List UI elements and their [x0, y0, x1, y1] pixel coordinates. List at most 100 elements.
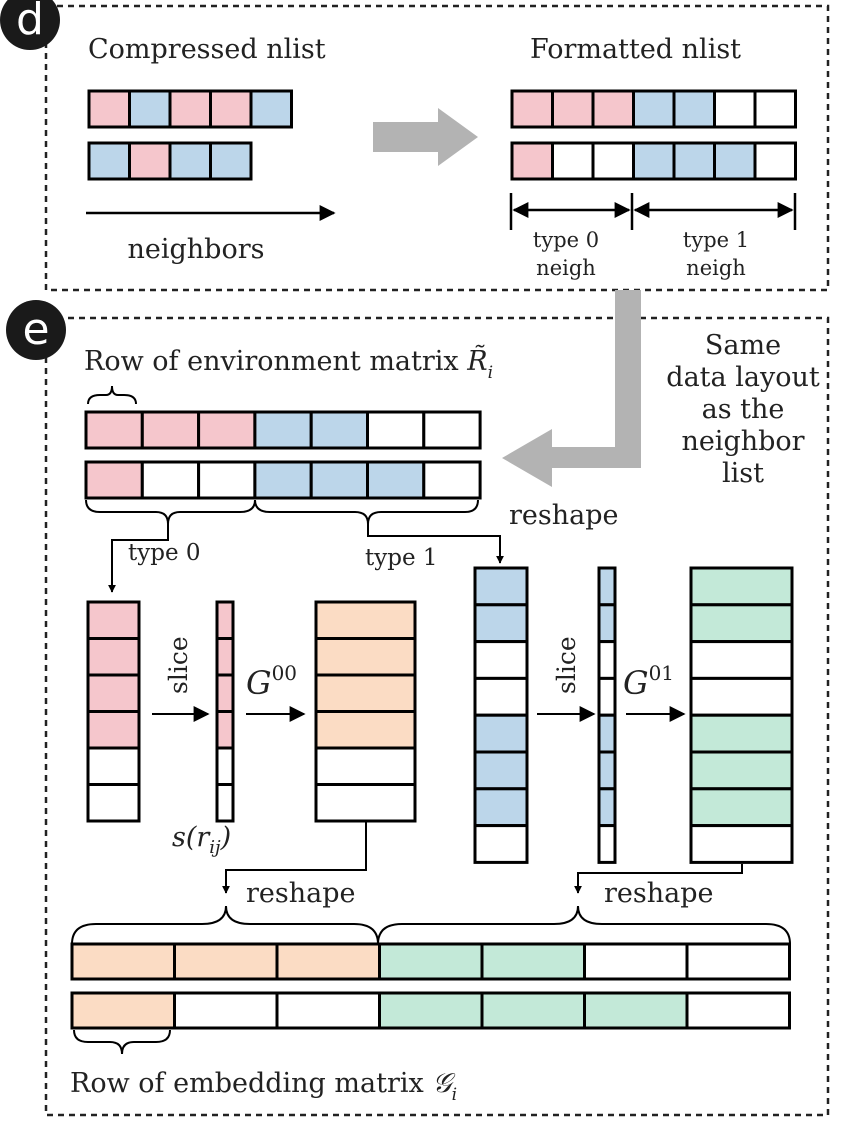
reshape-top-label: reshape — [509, 500, 619, 531]
type-ranges — [509, 193, 797, 230]
slice-label-left: slice — [164, 636, 193, 694]
emb-cell — [173, 991, 279, 1030]
type1-slice-cell — [597, 824, 617, 864]
compressed-cell — [87, 89, 131, 129]
emb-cell — [480, 942, 586, 981]
emb-cell — [583, 991, 689, 1030]
compressed-cell — [87, 141, 131, 181]
emb-cell — [685, 991, 791, 1030]
type1-neigh-label-2: neigh — [686, 256, 746, 280]
formatted-cell — [753, 89, 797, 129]
g01-to-reshape-connector — [574, 864, 743, 894]
type0-neigh-label-1: type 0 — [533, 228, 599, 252]
formatted-cell — [632, 141, 676, 181]
type0-slice-cell — [215, 637, 235, 677]
slice-label-right: slice — [552, 636, 581, 694]
type1-slice-cell — [597, 640, 617, 680]
type1-slice-column — [597, 566, 617, 864]
type1-brace — [254, 499, 479, 525]
g01-cell — [689, 787, 794, 828]
compressed-cell — [209, 89, 253, 129]
env-matrix-grid — [84, 410, 482, 500]
compressed-cell — [209, 141, 253, 181]
panel-d-badge-label: d — [16, 0, 44, 45]
type0-slice-cell — [215, 673, 235, 713]
env-cell — [366, 410, 426, 450]
compressed-cell — [168, 141, 212, 181]
type0-slice-cell — [215, 600, 235, 640]
env-cell — [84, 460, 144, 500]
type1-slice-cell — [597, 603, 617, 644]
formatted-cell — [551, 89, 595, 129]
type0-cell — [86, 673, 141, 713]
env-row-title: Row of environment matrix R̃i — [84, 344, 493, 383]
formatted-cell — [632, 89, 676, 129]
gray-right-arrow — [373, 108, 478, 166]
panel-e-frame — [44, 316, 830, 1117]
type1-label: type 1 — [365, 545, 438, 571]
formatted-cell — [713, 141, 757, 181]
emb-cell — [70, 991, 176, 1030]
emb-cell — [685, 942, 791, 981]
env-cell — [309, 410, 370, 450]
emb-cell — [378, 991, 484, 1030]
panel-d-frame — [44, 4, 830, 292]
compressed-cell — [128, 89, 172, 129]
type0-cell — [86, 710, 141, 750]
emb-cell — [275, 991, 381, 1030]
g01-cell — [689, 603, 794, 644]
type1-slice-cell — [597, 566, 617, 607]
type0-cell — [86, 746, 141, 786]
formatted-cell — [713, 89, 757, 129]
env-cell — [197, 410, 257, 450]
compressed-cell — [128, 141, 172, 181]
same-layout-note-line: neighbor — [681, 426, 804, 457]
type0-label: type 0 — [128, 540, 201, 566]
env-cell — [253, 410, 313, 450]
neighbors-label: neighbors — [128, 234, 265, 265]
formatted-cell — [591, 141, 635, 181]
formatted-cell — [672, 141, 716, 181]
env-cell — [140, 460, 201, 500]
type1-cell — [473, 640, 529, 680]
env-cell — [253, 460, 313, 500]
g01-cell — [689, 566, 794, 607]
same-layout-note-line: data layout — [666, 362, 820, 393]
reshape-bottom-right-label: reshape — [604, 878, 714, 909]
s-rij-label: s(rij) — [172, 822, 231, 858]
type0-cell — [86, 637, 141, 677]
type0-connector — [108, 524, 169, 593]
emb-row-title: Row of embedding matrix 𝒢i — [70, 1068, 457, 1105]
g00-cell — [314, 600, 417, 640]
g00-output-column — [314, 600, 417, 823]
gray-bend-arrow — [502, 290, 641, 487]
formatted-cell — [510, 89, 554, 129]
type1-cell — [473, 750, 529, 791]
formatted-nlist-title: Formatted nlist — [530, 34, 741, 65]
same-layout-note-line: list — [722, 458, 764, 489]
g01-cell — [689, 713, 794, 754]
type0-slice-cell — [215, 783, 235, 823]
panel-e-badge-label: e — [22, 304, 49, 355]
compressed-nlist-title: Compressed nlist — [88, 34, 326, 65]
type0-brace — [85, 499, 256, 525]
type0-column — [86, 600, 141, 823]
type1-cell — [473, 566, 529, 607]
formatted-nlist-grid — [510, 89, 797, 181]
env-cell — [309, 460, 370, 500]
type0-neigh-label-2: neigh — [536, 256, 596, 280]
g00-cell — [314, 746, 417, 786]
env-cell — [422, 460, 482, 500]
g01-cell — [689, 824, 794, 864]
emb-brace-right — [377, 905, 791, 945]
env-cell-brace — [87, 385, 137, 405]
formatted-cell — [591, 89, 635, 129]
type1-slice-cell — [597, 750, 617, 791]
formatted-cell — [510, 141, 554, 181]
panel-d-badge — [0, 0, 60, 50]
type0-slice-cell — [215, 746, 235, 786]
g01-cell — [689, 640, 794, 680]
env-cell — [197, 460, 257, 500]
